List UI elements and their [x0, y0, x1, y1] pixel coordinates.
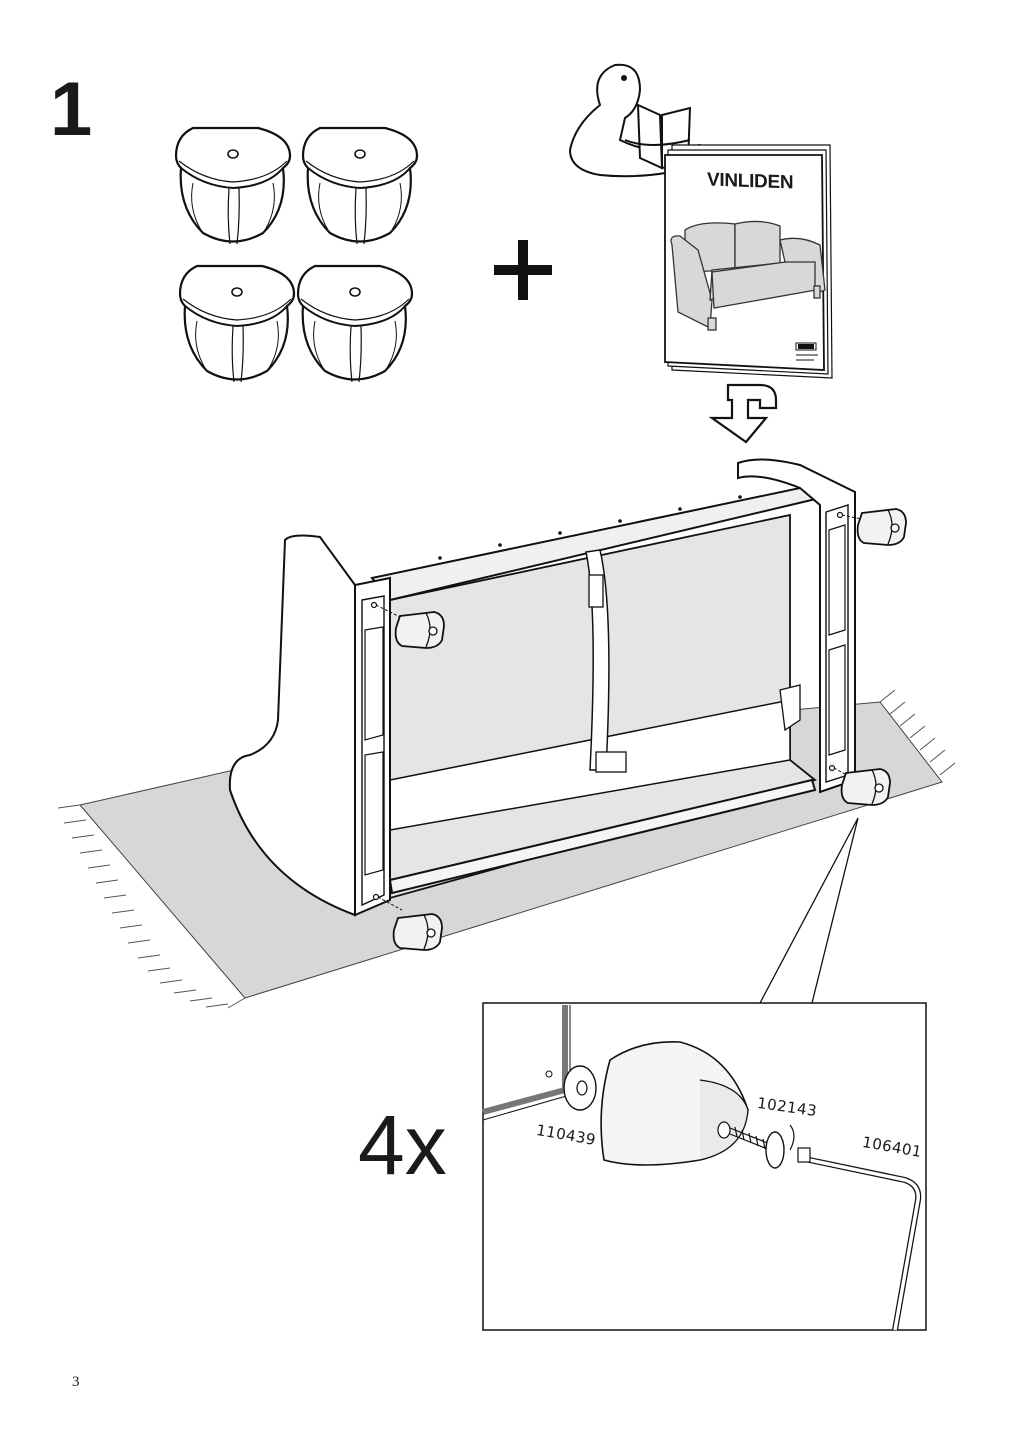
plus-icon [494, 240, 552, 300]
step-number: 1 [50, 67, 93, 152]
foot-icon [174, 126, 419, 384]
page-number: 3 [72, 1374, 80, 1390]
turn-over-arrow-icon [708, 383, 778, 444]
sofa-frame [228, 458, 867, 917]
quantity-label: 4x [358, 1098, 447, 1192]
manual-product-name: VINLIDEN [707, 169, 794, 194]
manual-booklet [664, 144, 833, 379]
allen-key-icon [797, 1147, 922, 1331]
detail-panel [482, 1002, 927, 1331]
